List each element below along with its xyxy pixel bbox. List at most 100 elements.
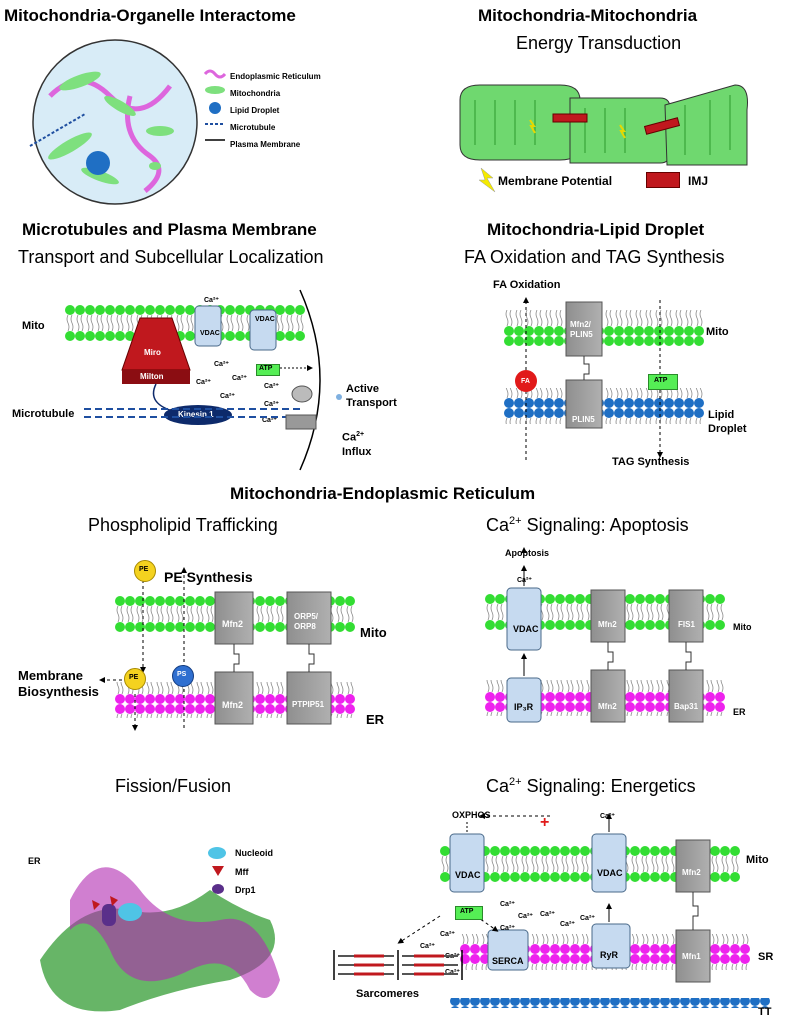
en-ryr: RyR (600, 950, 619, 960)
sarcomeres-illustration (333, 950, 463, 980)
vdac-2-label: VDAC (255, 316, 275, 323)
membrane-bio-label: Membrane Biosynthesis (18, 668, 99, 699)
mt-ca-6: Ca²⁺ (264, 401, 279, 408)
legend-mito: Mitochondria (230, 89, 281, 98)
lipid-title: Mitochondria-Lipid Droplet (487, 220, 705, 239)
en-atp-label: ATP (460, 908, 474, 915)
phospholipid-subtitle: Phospholipid Trafficking (88, 515, 278, 535)
en-sr-label: SR (758, 951, 774, 963)
apoptosis-membranes (485, 547, 725, 723)
lightning-icon (478, 167, 496, 193)
ap-vdac-label: VDAC (513, 624, 539, 634)
drp1-icon (212, 884, 224, 894)
en-ca-8: Ca²⁺ (440, 931, 455, 938)
pe-top-circle (134, 560, 156, 582)
apoptosis-subtitle-rest: Signaling: Apoptosis (521, 515, 689, 535)
mt-atp-box (256, 364, 280, 376)
energetics-subtitle: Ca2+ Signaling: Energetics (486, 776, 696, 797)
mt-ca-1: Ca²⁺ (214, 361, 229, 368)
phospholipid-arrows (99, 567, 187, 731)
pl-mfn2-top: Mfn2 (222, 619, 243, 629)
microtubule-mito-label: Mito (22, 320, 45, 332)
active-transport-label: Active Transport (346, 383, 397, 409)
legend-pm: Plasma Membrane (230, 140, 301, 149)
apoptosis-subtitle: Ca2+ Signaling: Apoptosis (486, 515, 689, 536)
vdac-channels (194, 305, 277, 351)
en-serca: SERCA (492, 956, 524, 966)
interactome-cell-illustration (29, 39, 198, 205)
energetics-subtitle-sup: 2+ (509, 776, 522, 788)
mt-ca-4: Ca²⁺ (264, 383, 279, 390)
miro-milton-complex (121, 317, 232, 425)
mt-ca-5: Ca²⁺ (220, 393, 235, 400)
mito-chain-illustration (459, 84, 748, 166)
en-mito-label: Mito (746, 854, 769, 866)
membrane-potential-label: Membrane Potential (498, 174, 613, 188)
tag-synthesis-label: TAG Synthesis (612, 456, 690, 468)
lipid-mito-label: Mito (706, 326, 729, 338)
en-vdac-1: VDAC (455, 870, 481, 880)
mfn2-plin5-label: Mfn2/ PLIN5 (570, 320, 593, 339)
sarcomeres-label: Sarcomeres (356, 988, 419, 1000)
plus-sign: + (540, 814, 550, 831)
ca-influx-ca: Ca (342, 431, 357, 444)
nucleoid-label: Nucleoid (235, 848, 274, 858)
ps-label: PS (177, 671, 187, 678)
ca-influx-sup: 2+ (356, 431, 365, 438)
pl-orp-label: ORP5/ ORP8 (294, 612, 319, 631)
ap-mfn2-bottom: Mfn2 (598, 702, 617, 711)
oxphos-label: OXPHOS (452, 810, 491, 820)
nucleoid-icon (208, 847, 226, 859)
vdac-1-label: VDAC (200, 330, 220, 337)
en-atp-box (455, 906, 483, 920)
legend-microtubule: Microtubule (230, 123, 276, 132)
imj-icon (646, 172, 680, 188)
mff-icon (212, 866, 224, 876)
mt-atp-label: ATP (259, 365, 273, 372)
en-ca-3: Ca²⁺ (500, 925, 515, 932)
fission-subtitle: Fission/Fusion (115, 776, 232, 796)
pe-synthesis-label: PE Synthesis (164, 569, 253, 585)
en-tt-label: TT (758, 1006, 772, 1018)
fa-circle (515, 370, 537, 392)
lipid-atp-box (648, 374, 678, 390)
ca-influx-word: Influx (342, 445, 372, 458)
fission-er-label: ER (28, 856, 41, 866)
ap-mfn2-top: Mfn2 (598, 620, 617, 629)
mer-title: Mitochondria-Endoplasmic Reticulum (230, 484, 536, 503)
microtubule-track (84, 408, 304, 418)
en-ca-5: Ca²⁺ (560, 921, 575, 928)
pl-mfn2-bottom: Mfn2 (222, 700, 243, 710)
apoptosis-label: Apoptosis (505, 548, 549, 558)
en-ca-7: Ca²⁺ (420, 943, 435, 950)
energetics-subtitle-ca: Ca (486, 776, 510, 796)
mt-ca-2: Ca²⁺ (196, 379, 211, 386)
mt-ca-7: Ca²⁺ (262, 417, 277, 424)
miro-label: Miro (144, 348, 161, 357)
mt-ca-3: Ca²⁺ (232, 375, 247, 382)
mito-mito-title: Mitochondria-Mitochondria (478, 6, 698, 25)
ps-circle (172, 665, 194, 687)
en-mfn2: Mfn2 (682, 868, 701, 877)
plin5-label: PLIN5 (572, 415, 595, 424)
imj-label: IMJ (688, 174, 709, 188)
fa-oxidation-label: FA Oxidation (493, 279, 561, 291)
mff-label: Mff (235, 867, 249, 877)
en-ca-2: Ca²⁺ (518, 913, 533, 920)
ap-er-label: ER (733, 707, 746, 717)
energetics-membranes (397, 813, 770, 1008)
vesicle-dot (336, 394, 342, 400)
fission-illustration (40, 867, 280, 1012)
pl-ptpip-label: PTPIP51 (292, 700, 325, 709)
en-ca-4: Ca²⁺ (540, 911, 555, 918)
ap-ip3r-label: IP₃R (514, 702, 534, 712)
energetics-subtitle-rest: Signaling: Energetics (521, 776, 696, 796)
ca-influx-label: Ca2+ Influx (342, 428, 371, 459)
ap-bap31-label: Bap31 (674, 702, 699, 711)
en-vdac-2: VDAC (597, 868, 623, 878)
pe-bottom-circle (124, 668, 146, 690)
lipid-atp-label: ATP (654, 377, 668, 384)
pl-mito-label: Mito (360, 625, 387, 640)
pe-bottom-label: PE (129, 674, 139, 681)
lipid-subtitle: FA Oxidation and TAG Synthesis (464, 247, 725, 267)
